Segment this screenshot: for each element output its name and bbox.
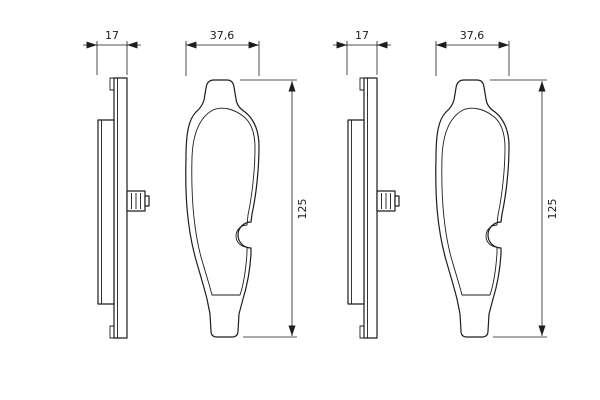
height-dim-label-right: 125 xyxy=(546,199,559,220)
pad-drawing-left xyxy=(83,41,297,338)
width-dim-label-right: 37,6 xyxy=(460,29,485,42)
thickness-dim-label-left: 17 xyxy=(105,29,119,42)
width-dim-label-left: 37,6 xyxy=(210,29,235,42)
height-dim-label-left: 125 xyxy=(296,199,309,220)
pad-drawing-right xyxy=(333,41,547,338)
thickness-dim-label-right: 17 xyxy=(355,29,369,42)
